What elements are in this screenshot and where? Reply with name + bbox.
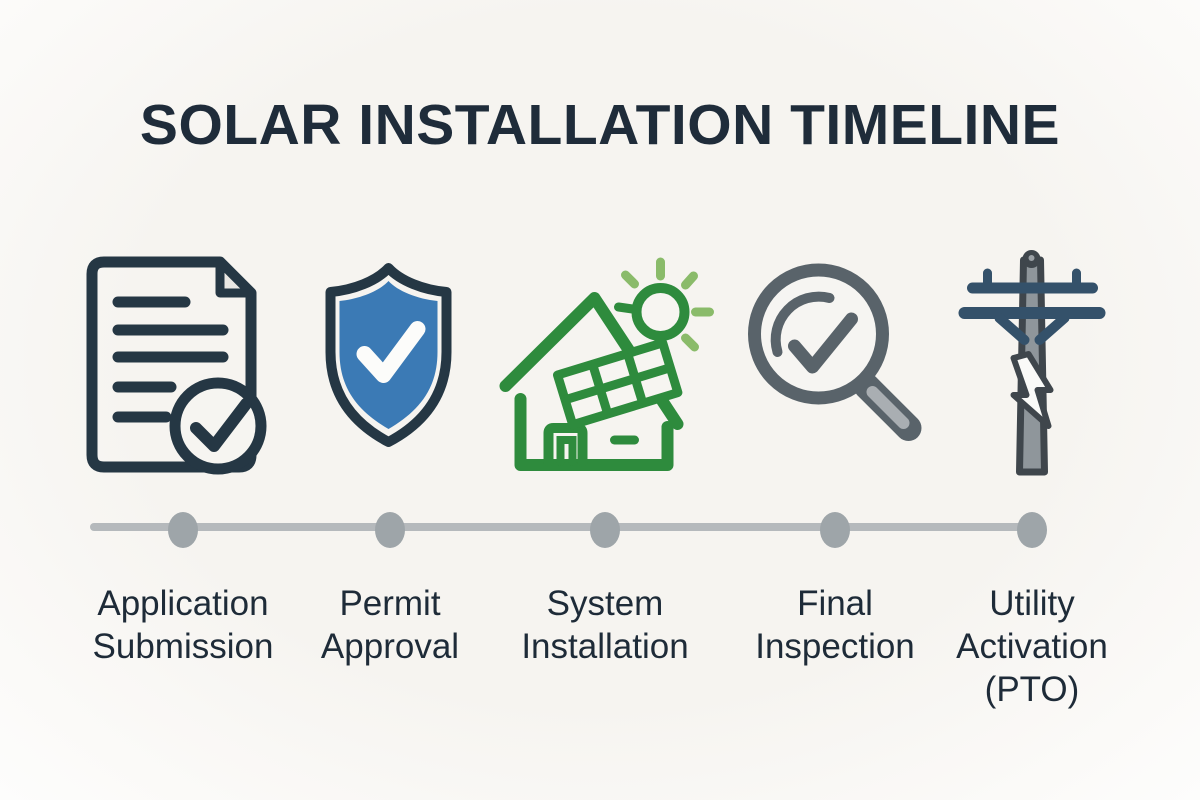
step-final-inspection: Final Inspection <box>705 230 965 700</box>
checkmark <box>788 312 858 374</box>
lens-highlight-arc <box>770 291 835 357</box>
timeline-dot <box>1017 512 1047 548</box>
step-application-submission: Application Submission <box>53 230 313 700</box>
timeline-dot <box>820 512 850 548</box>
step-label-line: Activation <box>956 627 1108 666</box>
door <box>556 436 577 466</box>
checkmark <box>190 398 252 452</box>
step-label: System Installation <box>475 582 735 668</box>
step-label-line: Inspection <box>755 627 915 666</box>
check-circle <box>169 377 267 475</box>
magnifier-lens <box>748 263 889 405</box>
step-label-line: Approval <box>320 627 460 666</box>
sun-rays <box>621 257 714 352</box>
step-label-line: Permit <box>339 584 441 623</box>
utility-pole-icon <box>958 250 1106 476</box>
step-label-line: Submission <box>92 627 274 666</box>
step-permit-approval: Permit Approval <box>260 230 520 700</box>
step-label: Application Submission <box>53 582 313 668</box>
sun <box>631 283 690 341</box>
door-frame <box>543 423 588 467</box>
solar-panel <box>553 338 683 430</box>
step-label-line: Installation <box>521 627 689 666</box>
step-label-line: Final <box>797 584 873 623</box>
step-label-line: Utility <box>989 584 1075 623</box>
timeline-dot <box>375 512 405 548</box>
document-text-lines <box>112 296 229 423</box>
shield-check-icon <box>325 263 452 447</box>
step-label: Utility Activation (PTO) <box>902 582 1162 711</box>
timeline-dot <box>590 512 620 548</box>
step-utility-activation: Utility Activation (PTO) <box>902 230 1162 709</box>
lightning-bolt <box>1010 351 1054 429</box>
step-label-line: Application <box>97 584 269 623</box>
step-label: Permit Approval <box>260 582 520 668</box>
sun-ray-dark <box>614 302 637 314</box>
walls <box>514 393 674 471</box>
step-system-installation: System Installation <box>475 230 735 700</box>
solar-house-sun-icon <box>499 257 714 471</box>
timeline-line <box>90 523 1034 531</box>
magnifier-handle-fill <box>866 386 910 429</box>
magnifier-check-icon <box>748 263 922 441</box>
document-check-icon <box>86 256 267 475</box>
crossarms <box>958 268 1106 345</box>
step-label-line: System <box>546 584 664 623</box>
step-label-line: (PTO) <box>984 670 1080 709</box>
page-title: SOLAR INSTALLATION TIMELINE <box>139 93 1061 157</box>
step-label: Final Inspection <box>705 582 965 668</box>
checkmark <box>356 321 426 383</box>
timeline-dot <box>168 512 198 548</box>
